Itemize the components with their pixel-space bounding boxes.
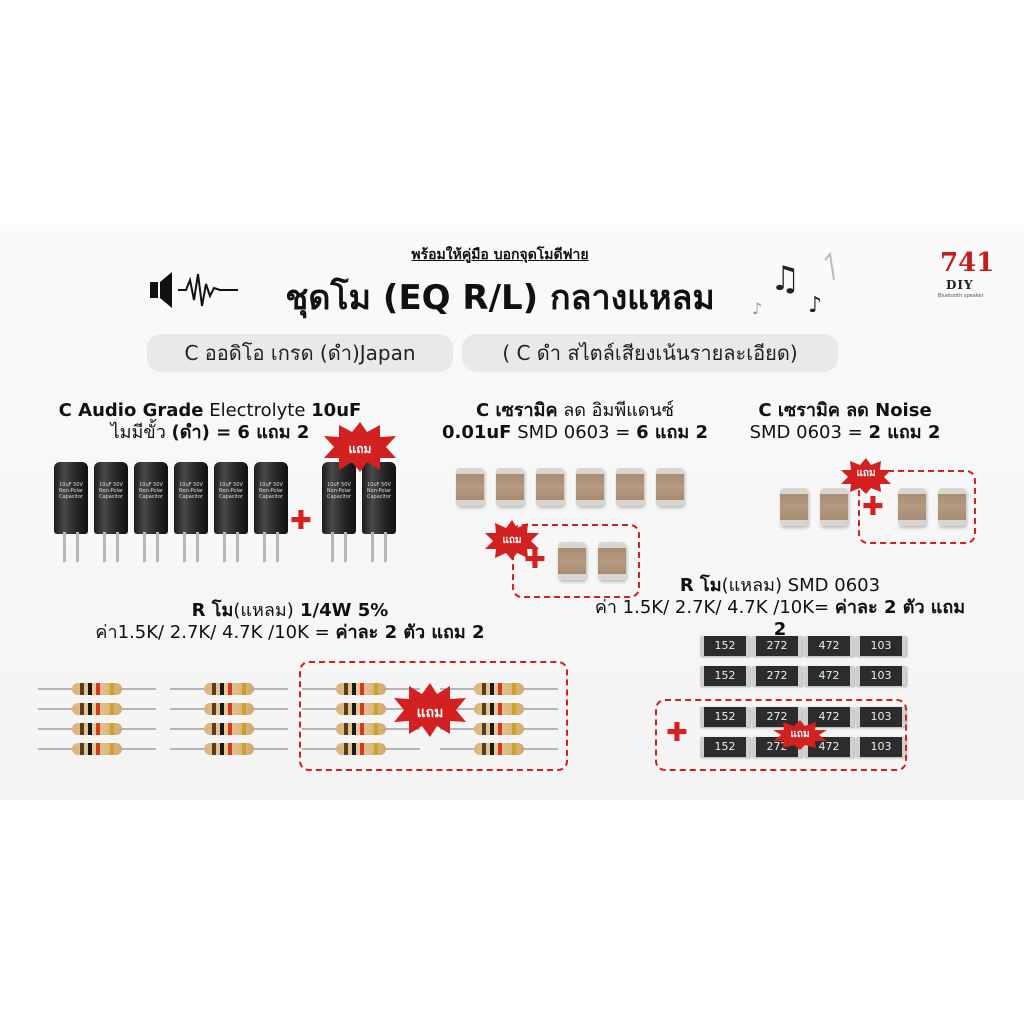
smd-resistor: 103	[856, 707, 906, 727]
ceramic-chip	[820, 488, 848, 526]
res-smd-bonus-box	[655, 699, 907, 771]
ceramic-chip	[898, 488, 926, 526]
ceramic-chip	[598, 542, 626, 580]
capacitor-label: 10uF 50V Non-Polar Capacitor	[366, 482, 392, 500]
smd-resistor: 152	[700, 737, 750, 757]
capacitor-label: 10uF 50V Non-Polar Capacitor	[326, 482, 352, 500]
axial-resistor	[170, 703, 288, 715]
smd-resistor: 152	[700, 666, 750, 686]
ecap-title: C Audio Grade Electrolyte 10uF ไมมีขั้ว …	[58, 400, 362, 443]
gift-burst-icon	[841, 458, 891, 494]
plus-icon: ✚	[862, 492, 884, 522]
ceramic-chip	[496, 468, 524, 506]
smd-resistor: 103	[856, 636, 906, 656]
axial-resistor	[38, 703, 156, 715]
mlcc1-gift-label: แถม	[502, 535, 522, 546]
res-axial-bonus-box	[299, 661, 568, 771]
mlcc2-title: C เซรามิค ลด Noise SMD 0603 = 2 แถม 2	[749, 400, 941, 443]
smd-resistor: 472	[804, 707, 854, 727]
ceramic-chip	[656, 468, 684, 506]
axial-resistor	[38, 683, 156, 695]
smd-resistor: 472	[804, 666, 854, 686]
mlcc2-bonus-box	[858, 470, 976, 544]
mlcc1-title: C เซรามิค ลด อิมพีแดนซ์ 0.01uF SMD 0603 …	[441, 400, 709, 443]
capacitor-label: 10uF 50V Non-Polar Capacitor	[178, 482, 204, 500]
svg-text:♪: ♪	[808, 293, 822, 318]
electrolytic-capacitor: 10uF 50V Non-Polar Capacitor	[54, 462, 88, 562]
ceramic-chip	[536, 468, 564, 506]
brand-name: DIY	[946, 278, 974, 292]
page-title: ชุดโม (EQ R/L) กลางแหลม	[285, 278, 715, 318]
electrolytic-capacitor: 10uF 50V Non-Polar Capacitor	[254, 462, 288, 562]
ceramic-chip	[558, 542, 586, 580]
ceramic-chip	[616, 468, 644, 506]
smd-resistor: 472	[804, 636, 854, 656]
electrolytic-capacitor: 10uF 50V Non-Polar Capacitor	[174, 462, 208, 562]
gift-burst-icon	[485, 520, 539, 560]
axial-resistor	[440, 703, 558, 715]
axial-resistor	[38, 723, 156, 735]
electrolytic-capacitor: 10uF 50V Non-Polar Capacitor	[214, 462, 248, 562]
electrolytic-capacitor: 10uF 50V Non-Polar Capacitor	[362, 462, 396, 562]
axial-resistor	[440, 743, 558, 755]
capacitor-label: 10uF 50V Non-Polar Capacitor	[98, 482, 124, 500]
smd-resistor: 272	[752, 707, 802, 727]
smd-resistor: 272	[752, 636, 802, 656]
electrolytic-capacitor: 10uF 50V Non-Polar Capacitor	[94, 462, 128, 562]
ecap-gift-label: แถม	[348, 442, 372, 456]
plus-icon: ✚	[524, 545, 546, 575]
capacitor-label: 10uF 50V Non-Polar Capacitor	[138, 482, 164, 500]
smd-resistor: 103	[856, 666, 906, 686]
ceramic-chip	[576, 468, 604, 506]
axial-resistor	[38, 743, 156, 755]
pill-grade: C ออดิโอ เกรด (ดำ)Japan	[147, 334, 453, 372]
mlcc1-bonus-box	[512, 524, 640, 598]
plus-icon: ✚	[290, 506, 312, 536]
svg-text:♫: ♫	[770, 259, 800, 299]
capacitor-label: 10uF 50V Non-Polar Capacitor	[218, 482, 244, 500]
axial-resistor	[302, 703, 420, 715]
brand-tagline: Bluetooth speaker	[938, 293, 984, 299]
brand-number: 741	[940, 248, 995, 278]
ceramic-chip	[938, 488, 966, 526]
mlcc2-gift-label: แถม	[856, 468, 876, 479]
axial-resistor	[440, 723, 558, 735]
ceramic-chip	[780, 488, 808, 526]
electrolytic-capacitor: 10uF 50V Non-Polar Capacitor	[134, 462, 168, 562]
capacitor-label: 10uF 50V Non-Polar Capacitor	[258, 482, 284, 500]
smd-resistor: 103	[856, 737, 906, 757]
music-notes-icon: ♫ ♪ ♪	[752, 251, 835, 318]
axial-resistor	[302, 743, 420, 755]
gift-burst-icon	[773, 720, 827, 750]
res-smd-title: R โม(แหลม) SMD 0603 ค่า 1.5K/ 2.7K/ 4.7K…	[594, 575, 966, 640]
subtitle: พร้อมให้คู่มือ บอกจุดโมดีฟาย	[411, 247, 589, 263]
res-axial-gift-label: แถม	[416, 705, 444, 721]
ceramic-chip	[456, 468, 484, 506]
axial-resistor	[170, 683, 288, 695]
res-smd-gift-label: แถม	[790, 729, 810, 740]
smd-resistor: 152	[700, 636, 750, 656]
electrolytic-capacitor: 10uF 50V Non-Polar Capacitor	[322, 462, 356, 562]
res-axial-title: R โม(แหลม) 1/4W 5% ค่า1.5K/ 2.7K/ 4.7K /…	[95, 600, 485, 643]
speaker-icon	[150, 272, 238, 308]
smd-resistor: 152	[700, 707, 750, 727]
axial-resistor	[302, 723, 420, 735]
axial-resistor	[302, 683, 420, 695]
gift-burst-icon	[324, 422, 396, 472]
smd-resistor: 272	[752, 666, 802, 686]
pill-style: ( C ดำ สไตล์เสียงเน้นรายละเอียด)	[462, 334, 838, 372]
axial-resistor	[440, 683, 558, 695]
axial-resistor	[170, 743, 288, 755]
smd-resistor: 472	[804, 737, 854, 757]
capacitor-label: 10uF 50V Non-Polar Capacitor	[58, 482, 84, 500]
gift-burst-icon	[394, 683, 466, 737]
svg-text:♪: ♪	[752, 299, 762, 318]
plus-icon: ✚	[666, 718, 688, 748]
axial-resistor	[170, 723, 288, 735]
